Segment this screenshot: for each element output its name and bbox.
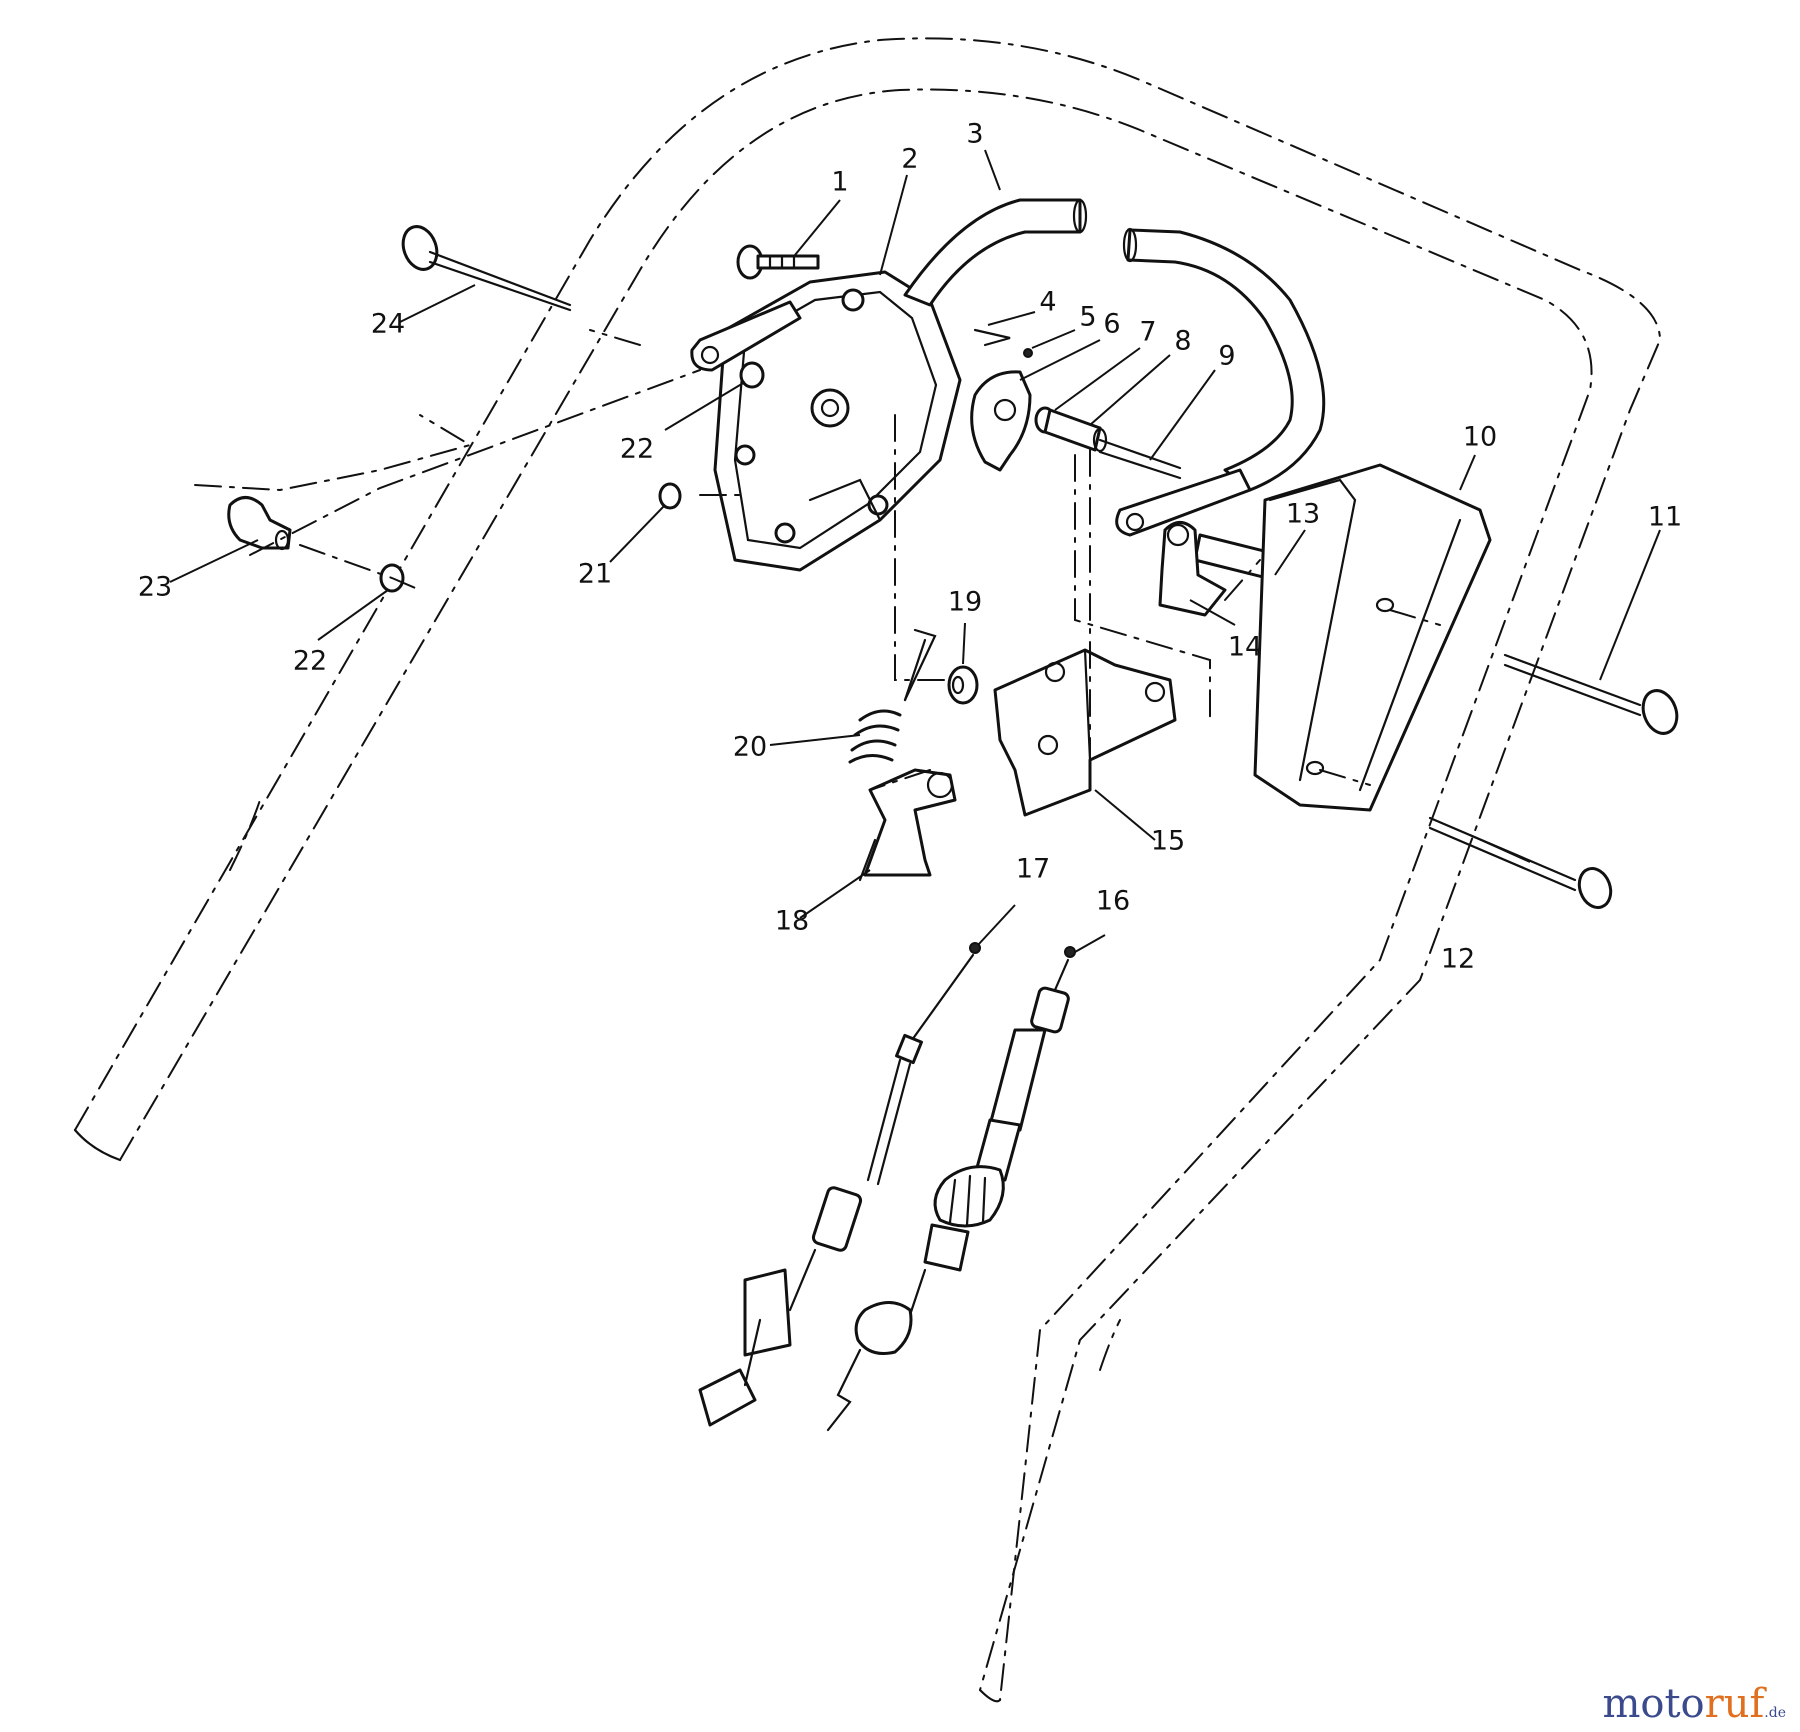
leader-lines bbox=[169, 149, 1661, 953]
watermark-part-3: .de bbox=[1764, 1705, 1786, 1721]
part-23-knob bbox=[227, 496, 292, 551]
part-14-cam-lever bbox=[1158, 521, 1227, 617]
watermark-part-1: moto bbox=[1602, 1681, 1705, 1727]
callout-12: 12 bbox=[1441, 944, 1475, 975]
callout-18: 18 bbox=[775, 906, 809, 937]
callout-3: 3 bbox=[966, 119, 983, 150]
callout-24: 24 bbox=[371, 309, 405, 340]
handle-frame bbox=[73, 37, 1662, 1703]
part-22-nut-upper bbox=[739, 361, 765, 389]
callout-20: 20 bbox=[733, 732, 767, 763]
callout-4: 4 bbox=[1039, 287, 1056, 318]
callout-7: 7 bbox=[1139, 317, 1156, 348]
watermark-part-2: ruf bbox=[1704, 1681, 1765, 1727]
callout-21: 21 bbox=[578, 559, 612, 590]
part-17-cable bbox=[698, 942, 981, 1427]
callout-5: 5 bbox=[1079, 302, 1096, 333]
callout-14: 14 bbox=[1228, 632, 1262, 663]
part-12-bolt bbox=[1428, 816, 1613, 909]
callout-15: 15 bbox=[1151, 826, 1185, 857]
part-21-nut bbox=[658, 482, 682, 510]
part-1-bolt bbox=[736, 244, 820, 280]
part-24-bolt bbox=[401, 225, 572, 312]
callout-19: 19 bbox=[948, 587, 982, 618]
callout-13: 13 bbox=[1286, 499, 1320, 530]
part-6-cam bbox=[970, 370, 1032, 472]
callout-9: 9 bbox=[1218, 341, 1235, 372]
callout-23: 23 bbox=[138, 572, 172, 603]
part-3-bail-handle bbox=[903, 198, 1326, 492]
callout-11: 11 bbox=[1648, 502, 1682, 533]
part-4-clip bbox=[973, 328, 1011, 347]
part-9-rod bbox=[1098, 438, 1182, 480]
part-19-bushing bbox=[947, 665, 979, 705]
part-5-washer bbox=[1023, 348, 1033, 358]
part-2-housing bbox=[713, 270, 962, 572]
callout-10: 10 bbox=[1463, 422, 1497, 453]
right-lever-arm bbox=[1115, 468, 1252, 537]
left-lever-arm bbox=[690, 300, 802, 372]
part-16-cable bbox=[826, 946, 1076, 1432]
part-11-bolt bbox=[1503, 653, 1679, 735]
part-18-trigger bbox=[858, 768, 957, 882]
callout-2: 2 bbox=[901, 144, 918, 175]
callout-16: 16 bbox=[1096, 886, 1130, 917]
callout-1: 1 bbox=[831, 167, 848, 198]
watermark-logo: motoruf.de bbox=[1602, 1684, 1786, 1724]
part-15-bracket bbox=[993, 648, 1177, 817]
callout-22-upper: 22 bbox=[620, 434, 654, 465]
assembly-lines bbox=[194, 329, 1441, 791]
callout-17: 17 bbox=[1016, 854, 1050, 885]
part-8-shaft bbox=[1043, 408, 1108, 453]
callout-22-lower: 22 bbox=[293, 646, 327, 677]
callout-8: 8 bbox=[1174, 326, 1191, 357]
part-20-spring bbox=[848, 628, 937, 764]
callout-6: 6 bbox=[1103, 309, 1120, 340]
callouts: 1 2 3 4 5 6 7 8 9 10 11 12 13 14 15 16 1… bbox=[138, 119, 1682, 975]
part-10-cover bbox=[1253, 463, 1492, 812]
